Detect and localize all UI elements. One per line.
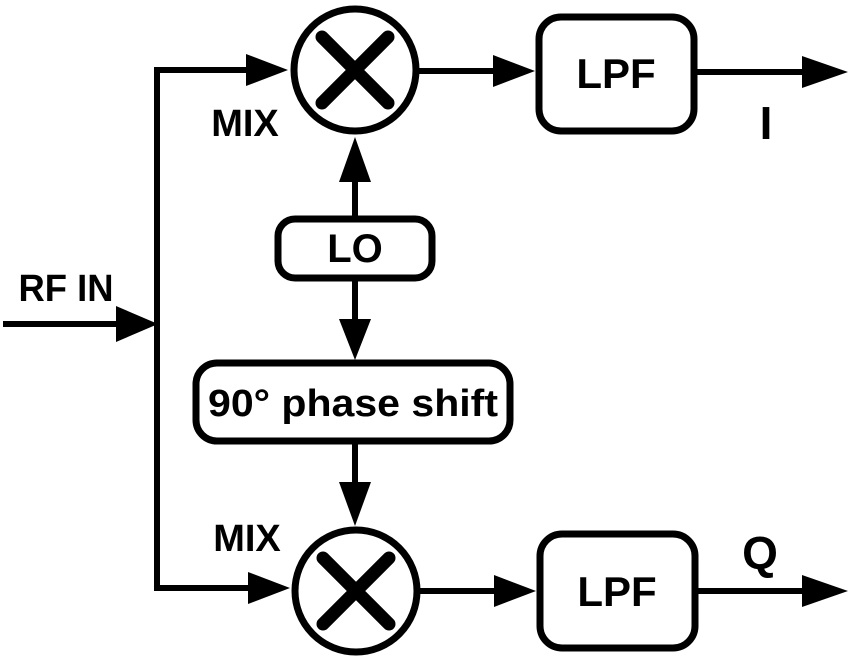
bottom-branch-arrow [154,572,290,604]
top-branch-arrow [154,54,288,86]
bottom-lpf-label: LPF [577,568,656,615]
phase-shift-to-bottom-mixer-arrow [339,444,371,526]
q-output-arrow [697,575,848,607]
bottom-mixer-label: MIX [213,518,281,560]
top-mixer-to-lpf-arrow [416,55,535,87]
rf-in-label: RF IN [19,268,114,310]
bottom-lpf-block [536,530,699,652]
top-lpf-block [535,13,698,135]
phase-shift-block [192,359,514,445]
top-lpf-label: LPF [576,50,655,97]
bottom-mixer-cross-icon [316,551,396,631]
lo-block [274,215,436,282]
rf-in-arrow [3,306,158,342]
lo-to-top-mixer-arrow [339,137,371,218]
bottom-mixer-symbol [291,526,421,656]
phase-shift-label: 90° phase shift [208,383,498,425]
top-mixer-label: MIX [211,103,279,145]
lo-to-phase-shift-arrow [339,281,371,360]
i-output-arrow [696,56,848,88]
bottom-mixer-to-lpf-arrow [417,575,536,607]
i-output-label: I [760,97,773,149]
q-output-label: Q [742,527,778,579]
top-mixer-symbol [290,5,420,135]
top-mixer-cross-icon [315,30,395,110]
lo-label: LO [327,227,383,271]
